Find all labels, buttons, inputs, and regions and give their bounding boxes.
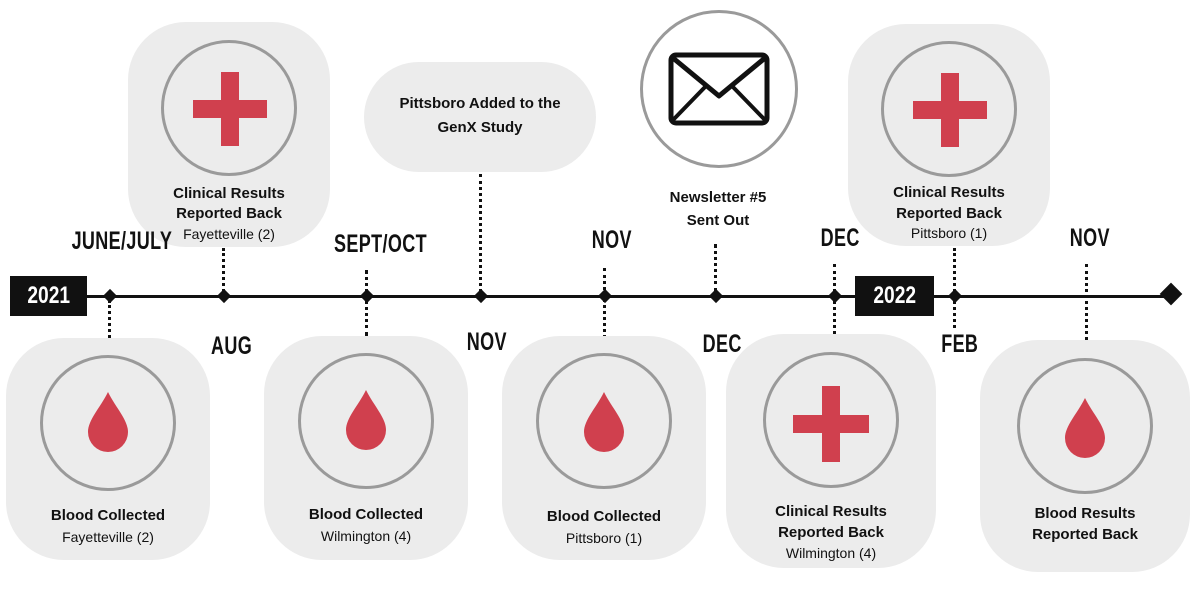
event-card-blood-pittsboro: Blood Collected Pittsboro (1) (502, 336, 706, 560)
label-aug: AUG (210, 332, 253, 360)
label-nov: NOV (466, 328, 507, 356)
event-title: Blood Collected (546, 508, 662, 525)
event-card-clinical-wilmington: Clinical Results Reported Back Wilmingto… (726, 334, 936, 568)
event-subtitle: Fayetteville (2) (62, 529, 154, 545)
connector-feb (953, 248, 956, 328)
label-feb: FEB (941, 330, 979, 358)
blood-drop-icon (88, 392, 128, 452)
event-card-blood-wilmington: Blood Collected Wilmington (4) (264, 336, 468, 560)
event-card-pittsboro-added: Pittsboro Added to the GenX Study (364, 62, 596, 172)
event-title-line1: Clinical Results (893, 184, 1005, 201)
event-title-line2: GenX Study (437, 119, 523, 136)
event-title-line2: Reported Back (896, 205, 1002, 222)
blood-drop-icon (1065, 398, 1105, 458)
event-title-line2: Reported Back (1032, 526, 1138, 543)
blood-drop-icon (346, 390, 386, 450)
icon-ring (161, 40, 297, 176)
event-card-blood-results: Blood Results Reported Back (980, 340, 1190, 572)
event-card-clinical-pittsboro: Clinical Results Reported Back Pittsboro… (848, 24, 1050, 246)
event-subtitle: Pittsboro (1) (910, 225, 988, 241)
blood-drop-icon (584, 392, 624, 452)
event-card-blood-fayetteville: Blood Collected Fayetteville (2) (6, 338, 210, 560)
event-title-line1: Clinical Results (775, 503, 887, 520)
connector-nov-2022 (1085, 264, 1088, 340)
event-subtitle: Pittsboro (1) (565, 530, 643, 546)
label-dec: DEC (702, 330, 742, 358)
label-nov-2022: NOV (1069, 224, 1110, 252)
connector-nov-blood (603, 268, 606, 338)
label-dec-2021: DEC (820, 224, 860, 252)
event-title-line2: Reported Back (176, 205, 282, 222)
event-title: Blood Collected (308, 506, 424, 523)
envelope-icon (668, 52, 770, 126)
timeline-line (82, 295, 1172, 298)
connector-sept-oct (365, 270, 368, 336)
year-badge-2022: 2022 (855, 276, 934, 316)
label-nov-2021: NOV (591, 226, 632, 254)
year-2021-text: 2021 (27, 282, 70, 309)
year-2022-text: 2022 (873, 282, 916, 309)
connector-dec-newsletter (714, 244, 717, 292)
connector-dec-clinical (833, 264, 836, 334)
connector-nov-added (479, 174, 482, 292)
event-title-line1: Blood Results (1034, 505, 1136, 522)
year-badge-2021: 2021 (10, 276, 87, 316)
event-subtitle: Wilmington (4) (785, 545, 877, 561)
label-sept-oct: SEPT/OCT (334, 230, 427, 258)
event-card-clinical-fayetteville: Clinical Results Reported Back Fayettevi… (128, 22, 330, 247)
connector-aug (222, 248, 225, 292)
timeline-end-diamond (1159, 282, 1183, 306)
event-title: Blood Collected (50, 507, 166, 524)
newsletter-title-line1: Newsletter #5 (669, 189, 767, 206)
event-title-line1: Pittsboro Added to the (399, 95, 561, 112)
label-june-july: JUNE/JULY (71, 227, 173, 255)
newsletter-icon-ring (640, 10, 798, 168)
newsletter-title-line2: Sent Out (686, 212, 750, 229)
connector-june-july (108, 300, 111, 338)
event-subtitle: Wilmington (4) (320, 528, 412, 544)
event-title-line2: Reported Back (778, 524, 884, 541)
event-subtitle: Fayetteville (2) (183, 226, 275, 242)
event-title-line1: Clinical Results (173, 185, 285, 202)
